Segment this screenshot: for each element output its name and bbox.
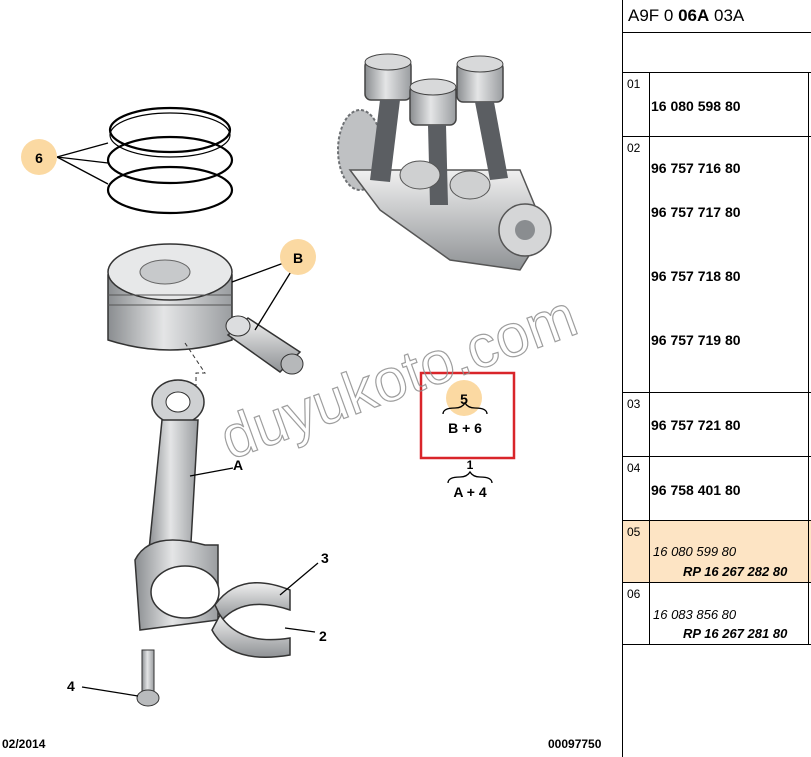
- label-2: 2: [319, 628, 327, 644]
- callout-5-label: 5: [460, 391, 468, 407]
- part-number[interactable]: 96 757 719 80: [651, 332, 741, 348]
- part-row-05-selected[interactable]: 05 16 080 599 80 RP 16 267 282 80: [623, 520, 811, 582]
- group-1-formula: A + 4: [453, 484, 487, 500]
- superseded-part-number[interactable]: 16 083 856 80: [653, 607, 737, 622]
- replacement-part-number[interactable]: RP 16 267 282 80: [683, 564, 788, 579]
- label-3: 3: [321, 550, 329, 566]
- group-5-formula: B + 6: [448, 420, 482, 436]
- part-row-01[interactable]: 01 16 080 598 80: [623, 72, 811, 136]
- rod-bolt-image: [136, 649, 160, 707]
- group-1-number: 1: [467, 458, 474, 472]
- piston-image: [107, 243, 233, 351]
- part-number[interactable]: 96 757 721 80: [651, 417, 741, 433]
- row-number: 05: [623, 521, 650, 582]
- footer-doc-number: 00097750: [548, 737, 602, 751]
- piston-rings-image: [106, 106, 234, 215]
- part-row-02[interactable]: 02 96 757 716 80 96 757 717 80 96 757 71…: [623, 136, 811, 392]
- superseded-part-number[interactable]: 16 080 599 80: [653, 544, 737, 559]
- part-number[interactable]: 96 757 716 80: [651, 160, 741, 176]
- row-number: 04: [623, 457, 650, 520]
- label-a: A: [233, 457, 243, 473]
- table-bottom-border: [623, 644, 811, 645]
- part-row-06[interactable]: 06 16 083 856 80 RP 16 267 281 80: [623, 582, 811, 644]
- group-code-bold: 06A: [678, 6, 710, 25]
- callout-6-label: 6: [35, 150, 43, 166]
- brace-1: [447, 470, 493, 484]
- row-number: 03: [623, 393, 650, 456]
- label-4: 4: [67, 678, 75, 694]
- highlight-box: [419, 371, 516, 460]
- part-number[interactable]: 16 080 598 80: [651, 98, 741, 114]
- part-row-04[interactable]: 04 96 758 401 80: [623, 456, 811, 520]
- row-number: 06: [623, 583, 650, 644]
- callout-b-label: B: [293, 250, 303, 266]
- parts-diagram: duyukoto.com 6 B 5 B + 6 1 A + 4 A 3 2 4…: [2, 53, 602, 751]
- piston-pin-image: [225, 315, 304, 375]
- part-number[interactable]: 96 757 717 80: [651, 204, 741, 220]
- callout-5: [446, 380, 482, 416]
- footer-date: 02/2014: [2, 737, 46, 751]
- parts-list-panel: A9F 0 06A 03A 01 16 080 598 80 02 96 757…: [622, 0, 811, 757]
- exploded-view: duyukoto.com 6 B 5 B + 6 1 A + 4 A 3 2 4: [21, 53, 586, 707]
- callout-b: [280, 239, 316, 275]
- part-number[interactable]: 96 757 718 80: [651, 268, 741, 284]
- part-number[interactable]: 96 758 401 80: [651, 482, 741, 498]
- bearing-shells-image: [211, 582, 291, 658]
- callout-6: [21, 139, 57, 175]
- row-number: 01: [623, 73, 650, 136]
- engine-crank-assembly-image: [337, 53, 552, 271]
- brace-5: [442, 401, 488, 415]
- connecting-rod-image: [134, 379, 220, 631]
- row-number: 02: [623, 137, 650, 392]
- group-code-header: A9F 0 06A 03A: [623, 0, 811, 33]
- part-row-03[interactable]: 03 96 757 721 80: [623, 392, 811, 456]
- replacement-part-number[interactable]: RP 16 267 281 80: [683, 626, 788, 641]
